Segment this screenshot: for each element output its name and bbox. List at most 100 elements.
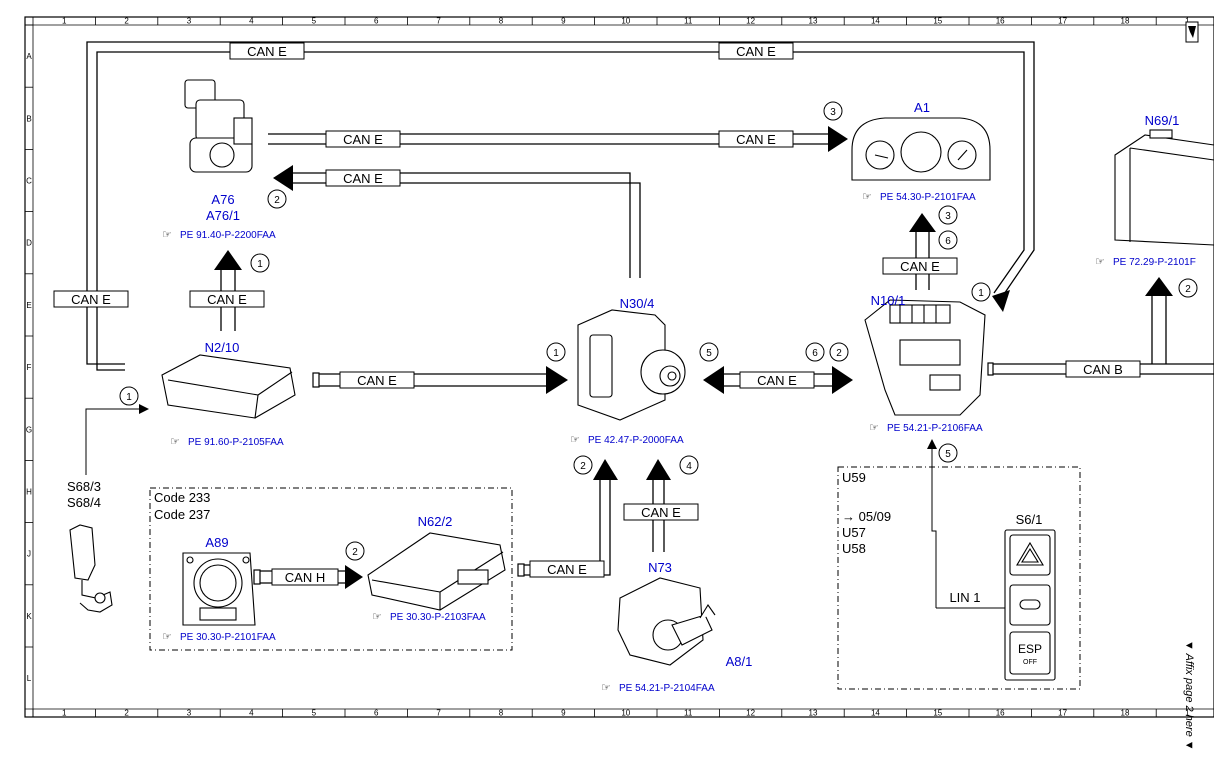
column-tick-label: 2 bbox=[124, 709, 129, 718]
u-dashed-box bbox=[837, 466, 1081, 690]
a76-1-label: A76/1 bbox=[206, 208, 240, 223]
code-233-label: Code 233 bbox=[154, 490, 210, 505]
n62-label: N62/2 bbox=[418, 514, 453, 529]
step-number: 4 bbox=[686, 461, 692, 472]
row-tick-label: L bbox=[27, 674, 32, 683]
wire-caps bbox=[253, 362, 994, 585]
arrowheads bbox=[214, 126, 1173, 589]
step-number: 2 bbox=[580, 461, 586, 472]
row-tick-label: D bbox=[26, 239, 32, 248]
column-tick-label: 14 bbox=[871, 709, 880, 718]
step-number: 1 bbox=[978, 288, 984, 299]
s68-belt-buckle-drawing bbox=[69, 524, 113, 613]
a89-label: A89 bbox=[205, 535, 228, 550]
n73-ignition-switch-drawing bbox=[617, 577, 716, 666]
column-tick-label: 10 bbox=[621, 709, 630, 718]
n62-ref-link: PE 30.30-P-2103FAA bbox=[390, 612, 486, 623]
affix-note: ▼ Affix page 2 here ▼ bbox=[1183, 640, 1195, 751]
pointer-icon: ☞ bbox=[570, 433, 580, 446]
column-tick-label: 18 bbox=[1121, 17, 1130, 26]
s68-3-label: S68/3 bbox=[67, 479, 101, 494]
step-number: 2 bbox=[836, 348, 842, 359]
u59-label: U59 bbox=[842, 470, 866, 485]
column-tick-label: 1 bbox=[1185, 17, 1190, 26]
step-number: 6 bbox=[945, 236, 951, 247]
column-tick-label: 3 bbox=[187, 709, 192, 718]
can-e-label: CAN E bbox=[736, 44, 776, 59]
row-tick-label: F bbox=[27, 363, 32, 372]
s6-label: S6/1 bbox=[1016, 512, 1043, 527]
n73-label: N73 bbox=[648, 560, 672, 575]
n2-label: N2/10 bbox=[205, 340, 240, 355]
column-tick-label: 2 bbox=[124, 17, 129, 26]
column-tick-label: 11 bbox=[684, 17, 693, 26]
n69-ref-link: PE 72.29-P-2101F bbox=[1113, 257, 1196, 268]
pointer-icon: ☞ bbox=[162, 630, 172, 643]
row-tick-label: A bbox=[26, 52, 32, 61]
step-number: 3 bbox=[945, 211, 951, 222]
a89-radar-drawing bbox=[182, 552, 256, 626]
row-tick-label: J bbox=[27, 550, 31, 559]
column-tick-label: 17 bbox=[1058, 709, 1067, 718]
column-ticks: 1122334455667788991010111112121313141415… bbox=[32, 17, 1190, 718]
u57-label: U57 bbox=[842, 525, 866, 540]
step-number: 2 bbox=[1185, 284, 1191, 295]
column-tick-label: 5 bbox=[312, 709, 317, 718]
code-237-label: Code 237 bbox=[154, 507, 210, 522]
column-tick-label: 1 bbox=[62, 709, 67, 718]
a76-label: A76 bbox=[211, 192, 234, 207]
row-tick-label: G bbox=[26, 425, 32, 434]
column-tick-label: 9 bbox=[561, 17, 566, 26]
n10-label: N10/1 bbox=[871, 293, 906, 308]
esp-off-label: OFF bbox=[1023, 659, 1037, 666]
signal-lines bbox=[85, 404, 1005, 609]
can-e-label: CAN E bbox=[641, 505, 681, 520]
column-tick-label: 14 bbox=[871, 17, 880, 26]
can-e-label: CAN E bbox=[736, 132, 776, 147]
can-e-label: CAN E bbox=[207, 292, 247, 307]
column-tick-label: 10 bbox=[621, 17, 630, 26]
esp-button-label: ESP bbox=[1018, 642, 1042, 656]
n30-ref-link: PE 42.47-P-2000FAA bbox=[588, 435, 684, 446]
a1-ref-link: PE 54.30-P-2101FAA bbox=[880, 192, 976, 203]
can-e-label: CAN E bbox=[71, 292, 111, 307]
code-dashed-box bbox=[149, 487, 513, 651]
column-tick-label: 16 bbox=[996, 17, 1005, 26]
pointer-icon: ☞ bbox=[372, 610, 382, 623]
column-tick-label: 12 bbox=[746, 709, 755, 718]
column-tick-label: 15 bbox=[933, 17, 942, 26]
s6-switch-block-drawing bbox=[1004, 529, 1056, 681]
a1-label: A1 bbox=[914, 100, 930, 115]
n69-label: N69/1 bbox=[1145, 113, 1180, 128]
n2-ref-link: PE 91.60-P-2105FAA bbox=[188, 437, 284, 448]
pointer-icon: ☞ bbox=[170, 435, 180, 448]
row-tick-label: H bbox=[26, 488, 32, 497]
n10-ref-link: PE 54.21-P-2106FAA bbox=[887, 423, 983, 434]
a76-ref-link: PE 91.40-P-2200FAA bbox=[180, 230, 276, 241]
frame bbox=[24, 16, 1214, 718]
column-tick-label: 8 bbox=[499, 17, 504, 26]
step-number: 6 bbox=[812, 348, 818, 359]
column-tick-label: 11 bbox=[684, 709, 693, 718]
a8-ref-link: PE 54.21-P-2104FAA bbox=[619, 683, 715, 694]
column-tick-label: 9 bbox=[561, 709, 566, 718]
a76-tensioner-drawing bbox=[184, 79, 253, 173]
column-tick-label: 7 bbox=[436, 17, 441, 26]
pointer-icon: ☞ bbox=[862, 190, 872, 203]
a1-instrument-cluster-drawing bbox=[851, 117, 991, 181]
n10-sam-drawing bbox=[864, 299, 986, 416]
can-h-label: CAN H bbox=[285, 570, 325, 585]
can-e-label: CAN E bbox=[900, 259, 940, 274]
u58-label: U58 bbox=[842, 541, 866, 556]
can-e-label: CAN E bbox=[757, 373, 797, 388]
column-tick-label: 13 bbox=[809, 709, 818, 718]
can-e-label: CAN E bbox=[547, 562, 587, 577]
step-number: 1 bbox=[126, 392, 132, 403]
pointer-icon: ☞ bbox=[601, 681, 611, 694]
column-tick-label: 4 bbox=[249, 709, 254, 718]
column-tick-label: 6 bbox=[374, 709, 379, 718]
step-number: 5 bbox=[706, 348, 712, 359]
can-e-label: CAN E bbox=[357, 373, 397, 388]
